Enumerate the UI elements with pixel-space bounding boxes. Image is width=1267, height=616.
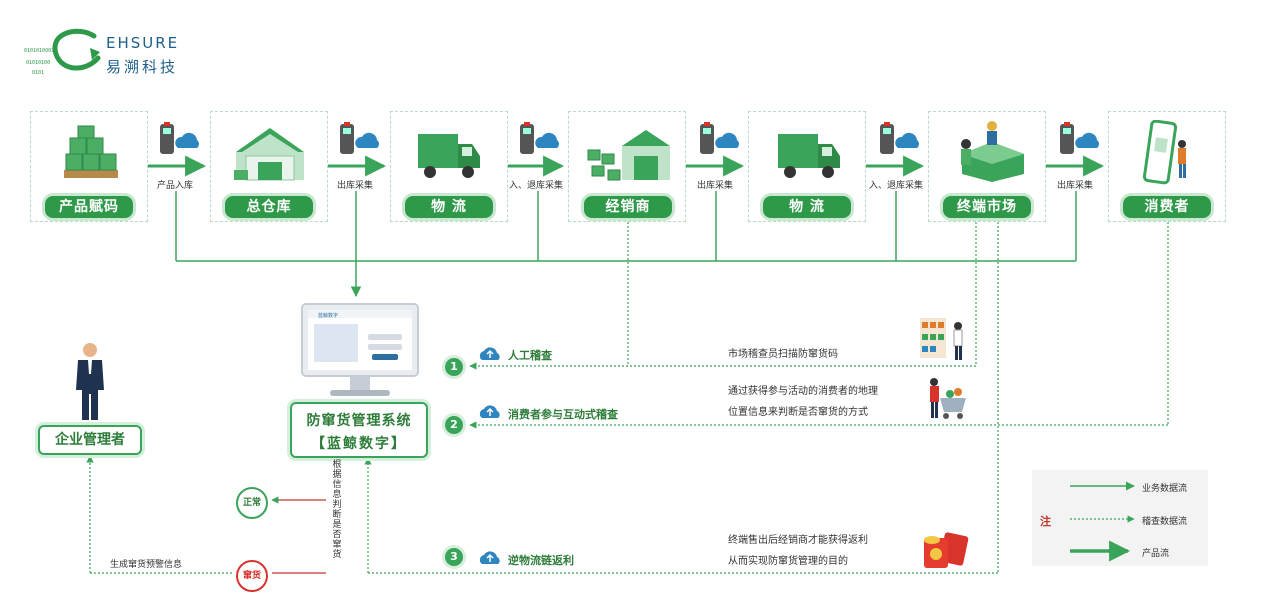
enterprise-manager-box: 企业管理者 <box>38 425 142 455</box>
anti-diversion-system-box: 防窜货管理系统 【蓝鲸数字】 <box>290 402 428 458</box>
distributor-warehouse-icon <box>587 130 670 181</box>
scanner-cloud-icon <box>880 122 919 154</box>
warning-message-text: 生成窜货预警信息 <box>110 560 183 570</box>
judge-diversion-text: 根据信息判断是否窜货 <box>332 460 342 560</box>
chain-label-consumer: 消费者 <box>1123 196 1211 218</box>
scanner-cloud-icon <box>160 122 199 154</box>
scanner-cloud-icon <box>520 122 559 154</box>
system-brand: 【蓝鲸数字】 <box>311 436 407 452</box>
legend-note-label: 注 <box>1040 515 1051 528</box>
result-normal-badge: 正常 <box>236 487 268 519</box>
step-label: 出库采集 <box>337 181 374 191</box>
chain-label-logistics-1: 物 流 <box>405 196 493 218</box>
method-description: 位置信息来判断是否窜货的方式 <box>728 407 868 418</box>
cloud-upload-icon <box>479 405 500 418</box>
svg-text:0101010001: 0101010001 <box>24 48 54 54</box>
businessman-icon <box>76 343 104 420</box>
shopper-cart-icon <box>930 378 966 419</box>
method-description: 通过获得参与活动的消费者的地理 <box>728 386 878 397</box>
step-label: 入、退库采集 <box>509 181 564 191</box>
inspector-shelf-icon <box>920 318 963 360</box>
logo-english-name: EHSURE <box>106 34 180 52</box>
warehouse-icon <box>234 128 304 181</box>
chain-label-distributor: 经销商 <box>584 196 672 218</box>
cloud-upload-icon <box>479 347 500 360</box>
method-description: 终端售出后经销商才能获得返利 <box>728 535 868 546</box>
smartphone-user-icon <box>1142 120 1186 185</box>
chain-label-logistics-2: 物 流 <box>763 196 851 218</box>
system-name: 防窜货管理系统 <box>306 413 412 429</box>
monitor-screen-logo: 蓝鲸数字 <box>318 313 339 319</box>
store-counter-icon <box>961 121 1024 182</box>
method-title: 人工稽查 <box>508 349 552 362</box>
method-description: 市场稽查员扫描防窜货码 <box>728 349 838 360</box>
red-envelope-icon <box>924 532 969 568</box>
method-number-badge: 3 <box>445 548 463 566</box>
svg-text:0101: 0101 <box>32 70 44 76</box>
scanner-cloud-icon <box>340 122 379 154</box>
step-label: 出库采集 <box>1057 181 1094 191</box>
method-title: 逆物流链返利 <box>508 554 574 567</box>
ehsure-logo-icon: 0101010001 01010100 0101 <box>24 28 101 76</box>
legend-item-business-data: 业务数据流 <box>1142 484 1188 494</box>
method-number-badge: 1 <box>445 358 463 376</box>
truck-icon <box>778 134 840 178</box>
computer-monitor-icon <box>301 303 419 396</box>
method-description: 从而实现防窜货管理的目的 <box>728 556 848 567</box>
chain-label-warehouse: 总仓库 <box>225 196 313 218</box>
legend-item-audit-data: 稽查数据流 <box>1142 517 1188 527</box>
scanner-cloud-icon <box>700 122 739 154</box>
chain-label-terminal: 终端市场 <box>943 196 1031 218</box>
chain-label-coding: 产品赋码 <box>45 196 133 218</box>
legend-item-product-flow: 产品流 <box>1142 549 1170 559</box>
cloud-upload-icon <box>479 551 500 564</box>
truck-icon <box>418 134 480 178</box>
step-label: 产品入库 <box>157 181 194 191</box>
logo-chinese-name: 易溯科技 <box>106 58 179 76</box>
scanner-cloud-icon <box>1060 122 1099 154</box>
method-title: 消费者参与互动式稽查 <box>508 408 618 421</box>
step-label: 出库采集 <box>697 181 734 191</box>
svg-text:01010100: 01010100 <box>26 60 50 66</box>
pallet-boxes-icon <box>64 125 118 178</box>
method-number-badge: 2 <box>445 416 463 434</box>
step-label: 入、退库采集 <box>869 181 924 191</box>
result-diversion-badge: 窜货 <box>236 560 268 592</box>
